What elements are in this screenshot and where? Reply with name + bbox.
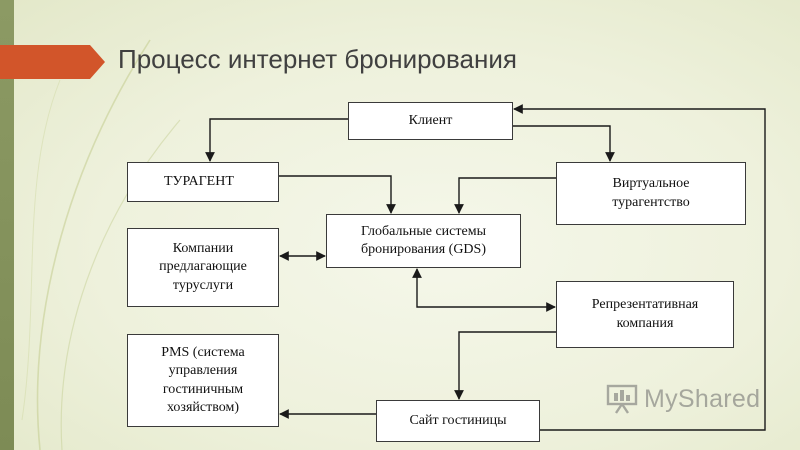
node-virtual-agency-label: Виртуальное турагентство xyxy=(612,176,690,210)
node-hotel-site: Сайт гостиницы xyxy=(376,400,540,442)
node-pms-label: PMS (система управления гостиничным хозя… xyxy=(161,345,245,415)
node-tour-companies: Компании предлагающие туруслуги xyxy=(127,228,279,307)
edge-hotel-site-to-client xyxy=(513,104,766,431)
node-virtual-agency: Виртуальное турагентство xyxy=(556,162,746,225)
node-representative-label: Репрезентативная компания xyxy=(591,297,699,331)
node-tour-agent: ТУРАГЕНТ xyxy=(127,162,279,202)
watermark-text: MyShared xyxy=(644,384,761,413)
edge-gds-representative xyxy=(412,268,556,312)
presentation-board-icon xyxy=(606,384,638,414)
node-gds: Глобальные системы бронирования (GDS) xyxy=(326,214,521,268)
slide-title: Процесс интернет бронирования xyxy=(118,44,517,74)
edge-virtual-agency-to-gds xyxy=(454,177,556,214)
edge-representative-to-hotel-site xyxy=(454,331,556,400)
node-hotel-site-label: Сайт гостиницы xyxy=(409,412,507,428)
watermark: MyShared xyxy=(606,384,760,414)
edge-tour-agent-to-gds xyxy=(279,175,396,214)
node-client-label: Клиент xyxy=(408,112,453,128)
node-gds-label: Глобальные системы бронирования (GDS) xyxy=(360,223,486,257)
node-representative: Репрезентативная компания xyxy=(556,281,734,348)
edge-client-to-tour-agent xyxy=(205,118,348,162)
edge-client-to-virtual-agency xyxy=(513,125,615,162)
node-client: Клиент xyxy=(348,102,513,140)
node-tour-companies-label: Компании предлагающие туруслуги xyxy=(159,241,247,293)
node-tour-agent-label: ТУРАГЕНТ xyxy=(164,173,234,189)
left-accent-strip xyxy=(0,0,14,450)
node-pms: PMS (система управления гостиничным хозя… xyxy=(127,334,279,427)
title-accent-tab xyxy=(0,45,105,79)
